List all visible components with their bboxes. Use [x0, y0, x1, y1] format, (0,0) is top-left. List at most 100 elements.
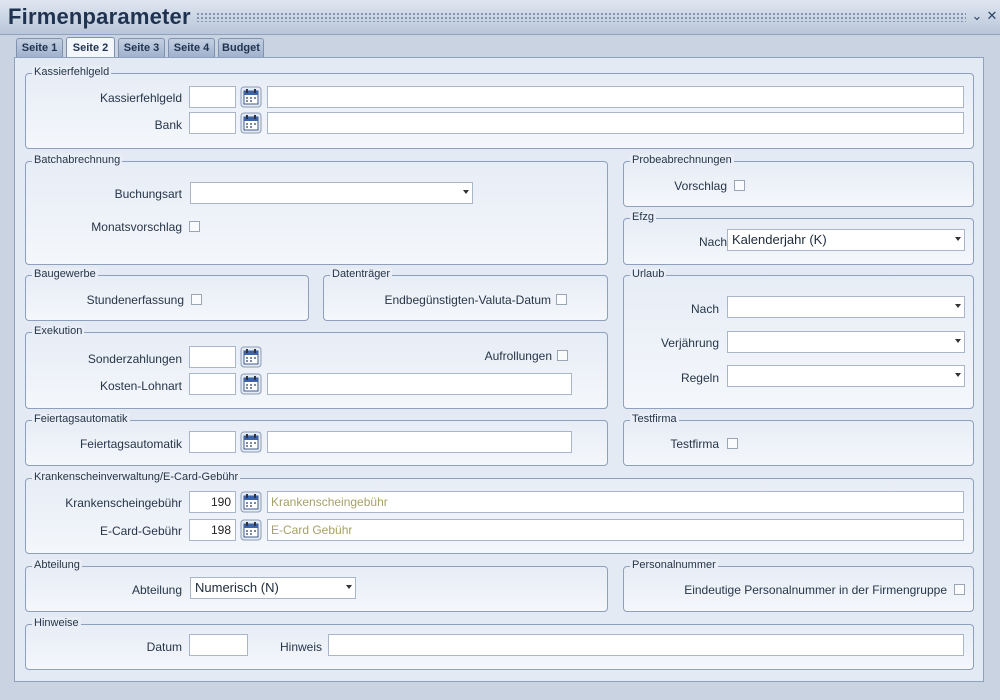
- title-hatch-decoration: [196, 12, 966, 22]
- verjaehrung-select[interactable]: [727, 331, 965, 353]
- krankenscheingebuehr-label: Krankenscheingebühr: [65, 496, 182, 510]
- calendar-icon[interactable]: [240, 431, 262, 453]
- efzg-nach-label: Nach: [698, 235, 727, 249]
- valuta-datum-checkbox[interactable]: [556, 294, 567, 305]
- testfirma-checkbox[interactable]: [727, 438, 738, 449]
- ecard-gebuehr-label: E-Card-Gebühr: [99, 524, 182, 538]
- calendar-icon[interactable]: [240, 373, 262, 395]
- urlaub-nach-label: Nach: [690, 302, 719, 316]
- kassierfehlgeld-code-input[interactable]: [189, 86, 236, 108]
- group-efzg: Efzg Nach Kalenderjahr (K): [623, 211, 974, 265]
- hinweis-input[interactable]: [328, 634, 964, 656]
- stundenerfassung-checkbox[interactable]: [191, 294, 202, 305]
- group-legend: Baugewerbe: [32, 268, 98, 280]
- stundenerfassung-label: Stundenerfassung: [86, 293, 184, 307]
- chevron-down-icon: [955, 237, 961, 241]
- efzg-nach-select[interactable]: Kalenderjahr (K): [727, 229, 965, 251]
- chevron-down-icon: [955, 304, 961, 308]
- vorschlag-label: Vorschlag: [674, 179, 727, 193]
- kosten-lohnart-label: Kosten-Lohnart: [99, 379, 182, 393]
- regeln-select[interactable]: [727, 365, 965, 387]
- group-kassierfehlgeld: Kassierfehlgeld Kassierfehlgeld Bank: [25, 66, 974, 149]
- regeln-label: Regeln: [680, 371, 719, 385]
- group-krankenscheinverwaltung: Krankenscheinverwaltung/E-Card-Gebühr Kr…: [25, 471, 974, 554]
- tab-seite-2[interactable]: Seite 2: [66, 37, 115, 58]
- bank-description-input[interactable]: [267, 112, 964, 134]
- group-legend: Probeabrechnungen: [630, 154, 734, 166]
- group-legend: Datenträger: [330, 268, 393, 280]
- group-datentraeger: Datenträger Endbegünstigten-Valuta-Datum: [323, 268, 608, 321]
- vorschlag-checkbox[interactable]: [734, 180, 745, 191]
- monatsvorschlag-checkbox[interactable]: [189, 221, 200, 232]
- group-batchabrechnung: Batchabrechnung Buchungsart Monatsvorsch…: [25, 154, 608, 265]
- group-abteilung: Abteilung Abteilung Numerisch (N): [25, 559, 608, 612]
- sonderzahlungen-code-input[interactable]: [189, 346, 236, 368]
- bank-label: Bank: [154, 118, 182, 132]
- feiertagsautomatik-code-input[interactable]: [189, 431, 236, 453]
- efzg-nach-value: Kalenderjahr (K): [732, 232, 827, 247]
- verjaehrung-label: Verjährung: [660, 336, 719, 350]
- group-baugewerbe: Baugewerbe Stundenerfassung: [25, 268, 309, 321]
- kosten-lohnart-description-input[interactable]: [267, 373, 572, 395]
- close-icon[interactable]: ✕: [986, 8, 998, 23]
- kassierfehlgeld-label: Kassierfehlgeld: [99, 91, 182, 105]
- krankenscheingebuehr-description-input[interactable]: Krankenscheingebühr: [267, 491, 964, 513]
- buchungsart-select[interactable]: [190, 182, 473, 204]
- calendar-icon[interactable]: [240, 112, 262, 134]
- tab-budget[interactable]: Budget: [218, 38, 264, 57]
- bank-code-input[interactable]: [189, 112, 236, 134]
- abteilung-label: Abteilung: [131, 583, 182, 597]
- buchungsart-label: Buchungsart: [114, 187, 182, 201]
- tab-seite-1[interactable]: Seite 1: [16, 38, 63, 57]
- datum-label: Datum: [146, 640, 182, 654]
- urlaub-nach-select[interactable]: [727, 296, 965, 318]
- calendar-icon[interactable]: [240, 519, 262, 541]
- kosten-lohnart-code-input[interactable]: [189, 373, 236, 395]
- feiertagsautomatik-description-input[interactable]: [267, 431, 572, 453]
- window-title: Firmenparameter: [8, 4, 191, 29]
- aufrollungen-label: Aufrollungen: [484, 349, 552, 363]
- testfirma-label: Testfirma: [670, 437, 719, 451]
- content-panel: Kassierfehlgeld Kassierfehlgeld Bank Bat…: [14, 57, 984, 682]
- group-hinweise: Hinweise Datum Hinweis: [25, 617, 974, 670]
- group-legend: Feiertagsautomatik: [32, 413, 130, 425]
- group-legend: Batchabrechnung: [32, 154, 123, 166]
- abteilung-select[interactable]: Numerisch (N): [190, 577, 356, 599]
- krankenscheingebuehr-code-input[interactable]: 190: [189, 491, 236, 513]
- group-legend: Personalnummer: [630, 559, 718, 571]
- group-feiertagsautomatik: Feiertagsautomatik Feiertagsautomatik: [25, 413, 608, 466]
- group-legend: Abteilung: [32, 559, 82, 571]
- ecard-gebuehr-description-input[interactable]: E-Card Gebühr: [267, 519, 964, 541]
- monatsvorschlag-label: Monatsvorschlag: [91, 220, 182, 234]
- group-testfirma: Testfirma Testfirma: [623, 413, 974, 466]
- chevron-down-icon: [955, 373, 961, 377]
- sonderzahlungen-label: Sonderzahlungen: [87, 352, 182, 366]
- group-legend: Testfirma: [630, 413, 679, 425]
- calendar-icon[interactable]: [240, 86, 262, 108]
- chevron-down-icon: [346, 585, 352, 589]
- ecard-gebuehr-code-input[interactable]: 198: [189, 519, 236, 541]
- tab-seite-3[interactable]: Seite 3: [118, 38, 165, 57]
- tab-seite-4[interactable]: Seite 4: [168, 38, 215, 57]
- feiertagsautomatik-label: Feiertagsautomatik: [79, 437, 182, 451]
- eindeutige-personalnummer-label: Eindeutige Personalnummer in der Firmeng…: [684, 583, 947, 597]
- group-urlaub: Urlaub Nach Verjährung Regeln: [623, 268, 974, 409]
- group-exekution: Exekution Sonderzahlungen Aufrollungen K…: [25, 325, 608, 409]
- datum-input[interactable]: [189, 634, 248, 656]
- kassierfehlgeld-description-input[interactable]: [267, 86, 964, 108]
- valuta-datum-label: Endbegünstigten-Valuta-Datum: [384, 293, 551, 307]
- minimize-icon[interactable]: ⌄: [971, 8, 983, 23]
- chevron-down-icon: [463, 190, 469, 194]
- chevron-down-icon: [955, 339, 961, 343]
- group-legend: Kassierfehlgeld: [32, 66, 112, 78]
- group-legend: Urlaub: [630, 268, 667, 280]
- group-legend: Krankenscheinverwaltung/E-Card-Gebühr: [32, 471, 241, 483]
- eindeutige-personalnummer-checkbox[interactable]: [954, 584, 965, 595]
- group-legend: Efzg: [630, 211, 657, 223]
- aufrollungen-checkbox[interactable]: [557, 350, 568, 361]
- group-probeabrechnungen: Probeabrechnungen Vorschlag: [623, 154, 974, 207]
- hinweis-label: Hinweis: [279, 640, 322, 654]
- calendar-icon[interactable]: [240, 346, 262, 368]
- calendar-icon[interactable]: [240, 491, 262, 513]
- group-legend: Exekution: [32, 325, 85, 337]
